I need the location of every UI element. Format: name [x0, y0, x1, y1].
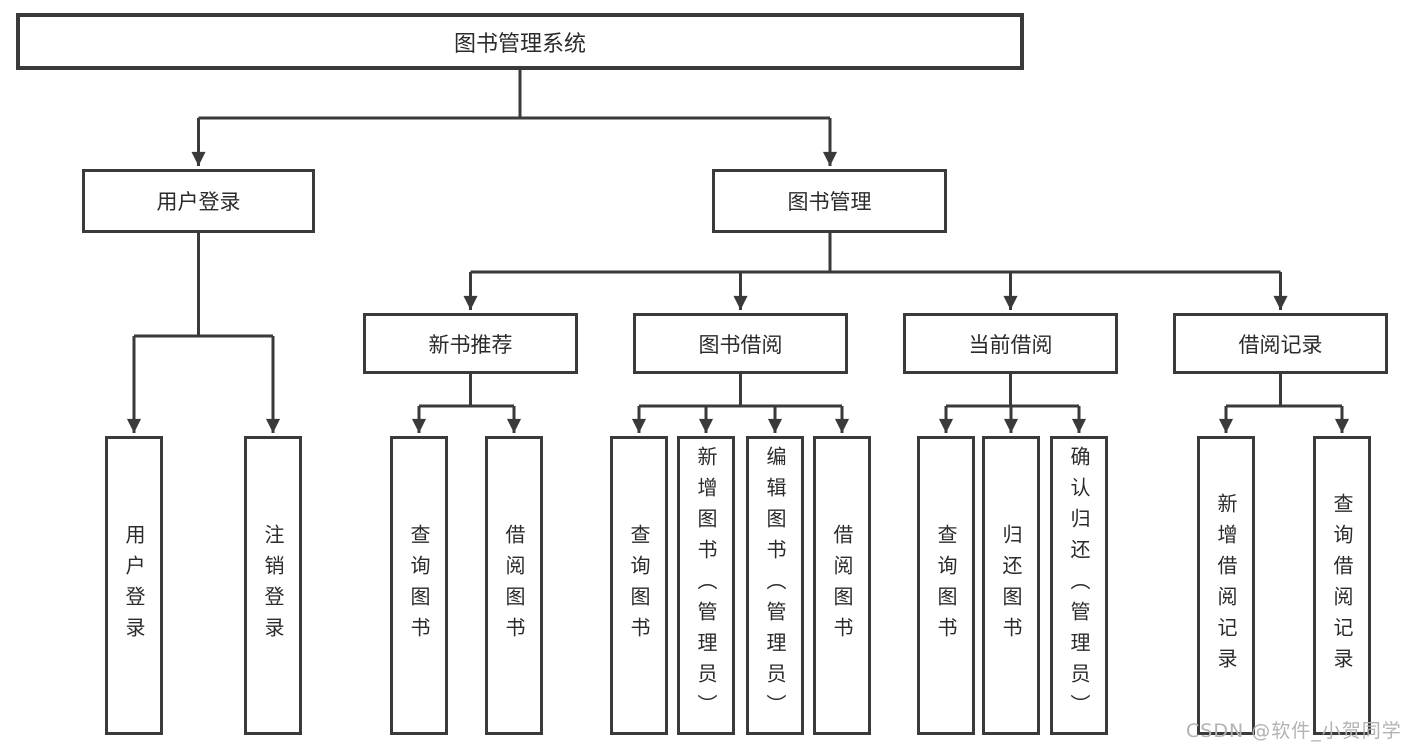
leaf-return-books: 归还图书 [982, 436, 1040, 735]
leaf-label: 查询图书 [934, 523, 958, 648]
leaf-query-books-3: 查询图书 [917, 436, 975, 735]
leaf-edit-books-admin: 编辑图书（管理员） [746, 436, 804, 735]
node-book-management: 图书管理 [712, 169, 947, 233]
leaf-query-books-1: 查询图书 [390, 436, 448, 735]
leaf-label: 新增图书（管理员） [694, 446, 718, 725]
leaf-label: 新增借阅记录 [1214, 492, 1238, 679]
leaf-label: 查询图书 [627, 523, 651, 648]
leaf-user-login: 用户登录 [105, 436, 163, 735]
leaf-label: 确认归还（管理员） [1067, 446, 1091, 725]
leaf-label: 归还图书 [999, 523, 1023, 648]
node-current-borrowing: 当前借阅 [903, 313, 1118, 374]
leaf-borrow-books-1: 借阅图书 [485, 436, 543, 735]
leaf-borrow-books-2: 借阅图书 [813, 436, 871, 735]
leaf-logout: 注销登录 [244, 436, 302, 735]
watermark: CSDN @软件_小贺同学 [1186, 720, 1402, 742]
leaf-label: 用户登录 [122, 523, 146, 648]
leaf-confirm-return-admin: 确认归还（管理员） [1050, 436, 1108, 735]
leaf-add-borrow-record: 新增借阅记录 [1197, 436, 1255, 735]
leaf-add-books-admin: 新增图书（管理员） [677, 436, 735, 735]
leaf-query-borrow-record: 查询借阅记录 [1313, 436, 1371, 735]
node-borrowing-records: 借阅记录 [1173, 313, 1388, 374]
leaf-label: 借阅图书 [502, 523, 526, 648]
leaf-label: 查询借阅记录 [1330, 492, 1354, 679]
leaf-query-books-2: 查询图书 [610, 436, 668, 735]
leaf-label: 查询图书 [407, 523, 431, 648]
leaf-label: 注销登录 [261, 523, 285, 648]
node-library-management-system: 图书管理系统 [16, 13, 1024, 70]
node-user-login: 用户登录 [82, 169, 315, 233]
leaf-label: 借阅图书 [830, 523, 854, 648]
node-new-book-recommendation: 新书推荐 [363, 313, 578, 374]
node-book-borrowing: 图书借阅 [633, 313, 848, 374]
leaf-label: 编辑图书（管理员） [763, 446, 787, 725]
